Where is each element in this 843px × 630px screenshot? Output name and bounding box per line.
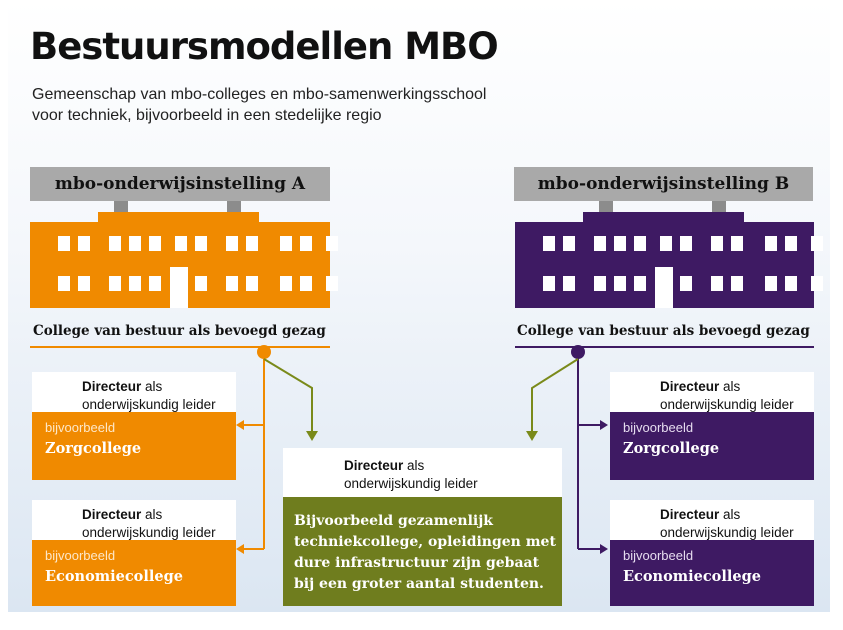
director-rest: als <box>145 379 163 394</box>
college-name-economy: Economiecollege <box>623 568 761 585</box>
window <box>109 276 121 291</box>
window <box>765 276 777 291</box>
college-name-care: Zorgcollege <box>45 440 142 457</box>
window <box>226 236 238 251</box>
window <box>594 276 606 291</box>
director-bold: Directeur <box>344 458 404 473</box>
window <box>300 276 312 291</box>
window <box>543 276 555 291</box>
window <box>175 236 187 251</box>
window <box>149 236 161 251</box>
window <box>149 276 161 291</box>
director-text-a2: Directeur als onderwijskundig leider <box>82 506 216 542</box>
window <box>614 276 626 291</box>
purple-arrow-icon <box>577 352 600 550</box>
college-box-a2: bijvoorbeeld Economiecollege <box>32 540 236 606</box>
example-label: bijvoorbeeld <box>623 548 694 563</box>
director-card-b2 <box>610 500 814 540</box>
director-card-a2 <box>32 500 236 540</box>
window <box>78 276 90 291</box>
window <box>680 276 692 291</box>
building-a-icon <box>30 201 338 308</box>
window <box>563 236 575 251</box>
example-label: bijvoorbeeld <box>45 420 116 435</box>
window <box>634 236 646 251</box>
page-title: Bestuursmodellen MBO <box>30 25 499 68</box>
subtitle: Gemeenschap van mbo-colleges en mbo-same… <box>32 84 486 126</box>
director-card-shared <box>283 448 562 497</box>
orange-arrow-icon <box>242 352 265 550</box>
window <box>195 236 207 251</box>
window <box>765 236 777 251</box>
board-b-label: College van bestuur als bevoegd gezag <box>517 323 810 339</box>
director-card-a1 <box>32 372 236 412</box>
college-name-care: Zorgcollege <box>623 440 720 457</box>
window <box>195 276 207 291</box>
director-text-a1: Directeur als onderwijskundig leider <box>82 378 216 414</box>
institution-b-label: mbo-onderwijsinstelling B <box>514 167 813 201</box>
window <box>785 276 797 291</box>
window <box>246 276 258 291</box>
director-line2: onderwijskundig leider <box>82 397 216 412</box>
college-box-b2: bijvoorbeeld Economiecollege <box>610 540 814 606</box>
window <box>543 236 555 251</box>
director-text-b2: Directeur als onderwijskundig leider <box>660 506 794 542</box>
college-box-a1: bijvoorbeeld Zorgcollege <box>32 412 236 480</box>
window <box>711 276 723 291</box>
director-card-b1 <box>610 372 814 412</box>
director-bold: Directeur <box>660 507 720 522</box>
window <box>280 276 292 291</box>
window <box>660 236 672 251</box>
college-name-economy: Economiecollege <box>45 568 183 585</box>
window <box>326 276 338 291</box>
director-text-b1: Directeur als onderwijskundig leider <box>660 378 794 414</box>
window <box>811 236 823 251</box>
window <box>226 276 238 291</box>
window <box>594 236 606 251</box>
window <box>634 276 646 291</box>
director-line2: onderwijskundig leider <box>82 525 216 540</box>
window <box>280 236 292 251</box>
director-rest: als <box>407 458 425 473</box>
director-line2: onderwijskundig leider <box>660 525 794 540</box>
window <box>58 276 70 291</box>
window <box>811 276 823 291</box>
institution-a-label: mbo-onderwijsinstelling A <box>30 167 330 201</box>
subtitle-line-1: Gemeenschap van mbo-colleges en mbo-same… <box>32 86 487 103</box>
director-rest: als <box>723 379 741 394</box>
window <box>731 236 743 251</box>
director-rest: als <box>145 507 163 522</box>
director-text-shared: Directeur als onderwijskundig leider <box>344 457 478 493</box>
window <box>78 236 90 251</box>
subtitle-line-2: voor techniek, bijvoorbeeld in een stede… <box>32 107 382 124</box>
example-label: bijvoorbeeld <box>45 548 116 563</box>
green-arrow-icon <box>263 358 579 432</box>
window <box>58 236 70 251</box>
window <box>614 236 626 251</box>
shared-college-description: Bijvoorbeeld gezamenlijk techniekcollege… <box>294 513 556 592</box>
window <box>129 276 141 291</box>
director-rest: als <box>723 507 741 522</box>
shared-college-box: Bijvoorbeeld gezamenlijk techniekcollege… <box>283 497 562 606</box>
window <box>326 236 338 251</box>
director-line2: onderwijskundig leider <box>660 397 794 412</box>
director-bold: Directeur <box>82 379 142 394</box>
window <box>785 236 797 251</box>
window <box>731 276 743 291</box>
example-label: bijvoorbeeld <box>623 420 694 435</box>
window <box>300 236 312 251</box>
window <box>711 236 723 251</box>
window <box>109 236 121 251</box>
director-line2: onderwijskundig leider <box>344 476 478 491</box>
window <box>680 236 692 251</box>
board-a-label: College van bestuur als bevoegd gezag <box>33 323 326 339</box>
window <box>129 236 141 251</box>
director-bold: Directeur <box>660 379 720 394</box>
building-b-icon <box>515 201 823 308</box>
college-box-b1: bijvoorbeeld Zorgcollege <box>610 412 814 480</box>
director-bold: Directeur <box>82 507 142 522</box>
window <box>246 236 258 251</box>
window <box>563 276 575 291</box>
